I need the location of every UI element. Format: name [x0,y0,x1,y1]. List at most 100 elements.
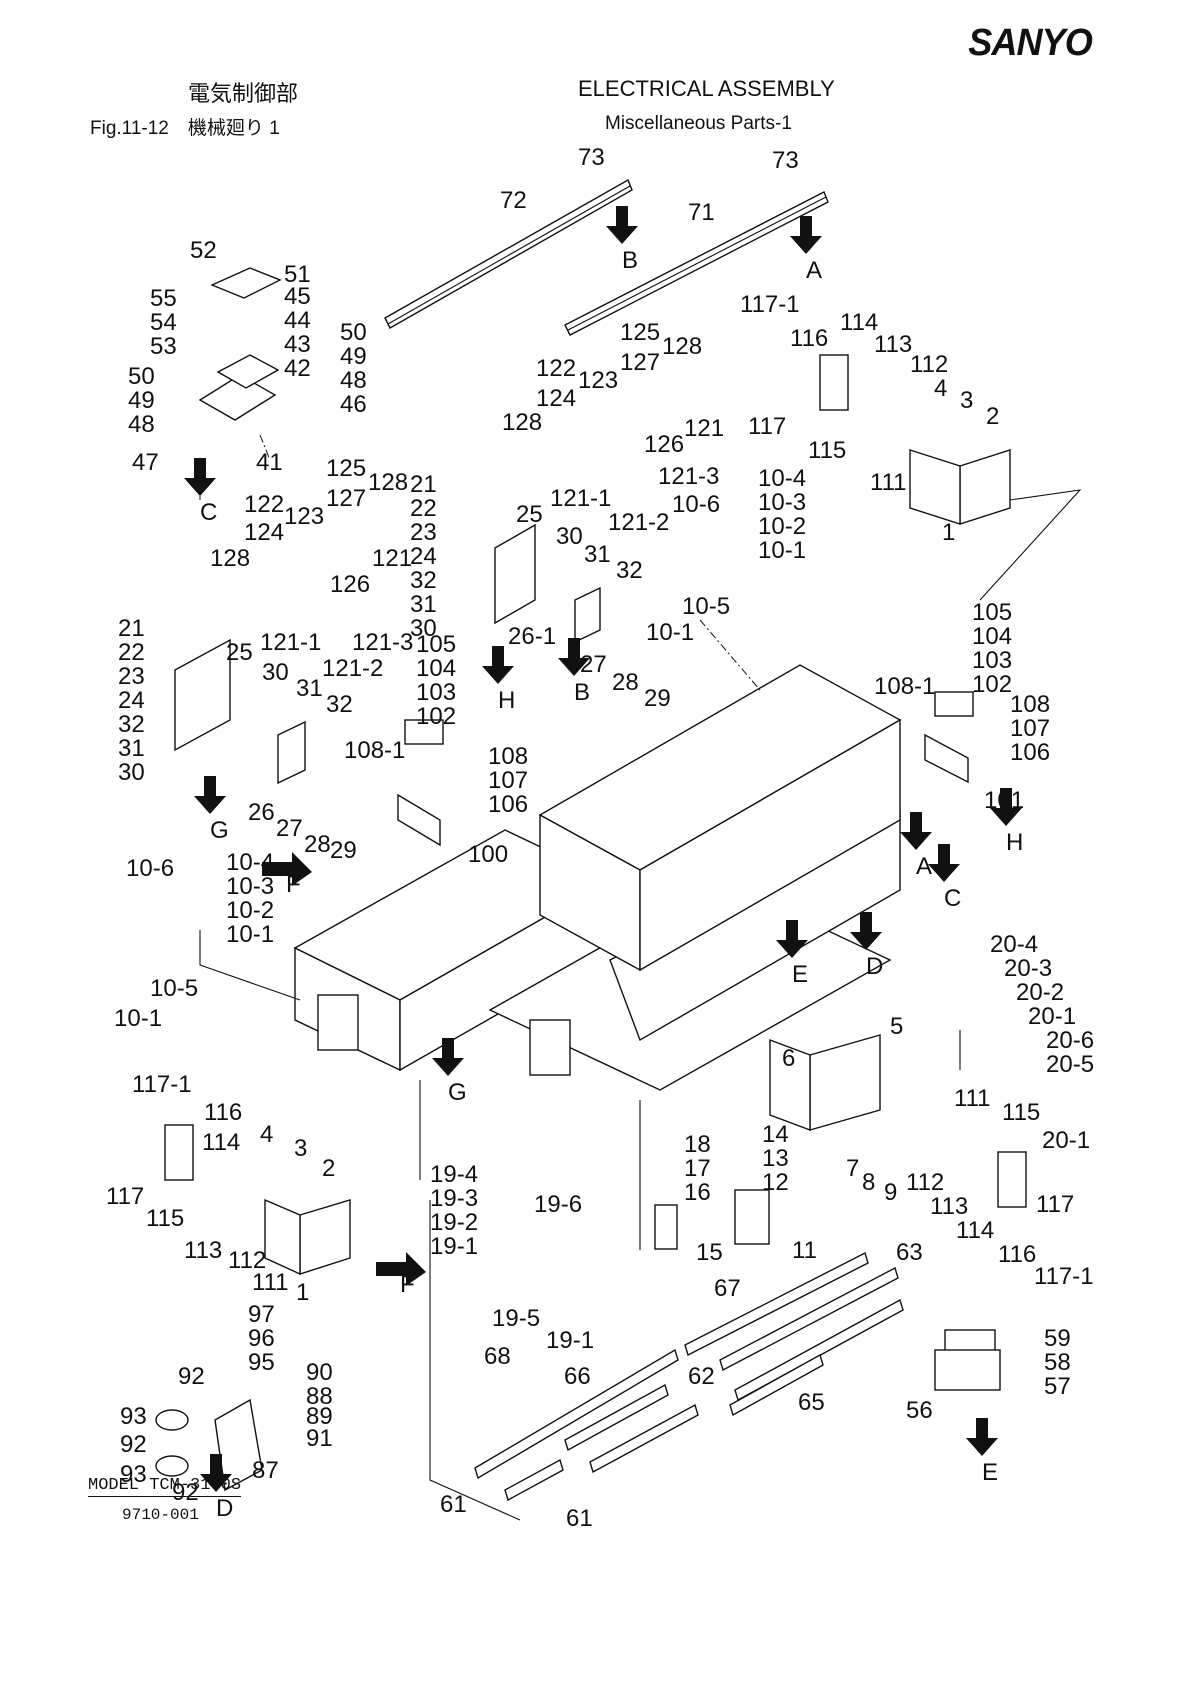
part-callout-20-1: 20-1 [1042,1127,1090,1154]
part-callout-107: 107 [488,767,528,794]
part-callout-116: 116 [998,1241,1036,1268]
part-callout-2: 2 [322,1155,335,1182]
part-callout-49: 49 [128,387,155,414]
part-callout-105: 105 [972,599,1012,626]
part-callout-97: 97 [248,1301,275,1328]
part-callout-26-1: 26-1 [508,623,556,650]
part-callout-30: 30 [410,615,437,642]
part-callout-104: 104 [972,623,1012,650]
part-callout-57: 57 [1044,1373,1071,1400]
arrow-icon [194,776,226,814]
part-callout-48: 48 [340,367,367,394]
part-callout-63: 63 [896,1239,923,1266]
part-callout-2: 2 [986,403,999,430]
part-callout-20-6: 20-6 [1046,1027,1094,1054]
part-callout-3: 3 [294,1135,307,1162]
figure-label-japanese: Fig.11-12 機械廻り 1 [90,118,280,139]
part-callout-10-2: 10-2 [226,897,274,924]
part-callout-20-4: 20-4 [990,931,1038,958]
part-callout-13: 13 [762,1145,789,1172]
part-callout-111: 111 [870,469,906,496]
part-callout-19-2: 19-2 [430,1209,478,1236]
part-callout-21: 21 [410,471,437,498]
part-callout-26: 26 [248,799,275,826]
part-callout-111: 111 [954,1085,990,1112]
cable-duct-71 [564,191,829,336]
part-callout-62: 62 [688,1363,715,1390]
part-callout-19-6: 19-6 [534,1191,582,1218]
view-arrow-f [262,852,312,886]
part-callout-68: 68 [484,1343,511,1370]
part-callout-31: 31 [410,591,437,618]
part-callout-23: 23 [118,663,145,690]
part-callout-24: 24 [410,543,437,570]
part-callout-61: 61 [566,1505,593,1532]
part-callout-32: 32 [410,567,437,594]
part-callout-115: 115 [146,1205,184,1232]
part-callout-113: 113 [930,1193,968,1220]
arrow-icon [432,1038,464,1076]
part-callout-122: 122 [536,355,576,382]
arrow-icon [262,852,312,886]
view-arrow-label: E [792,961,808,988]
part-callout-44: 44 [284,307,311,334]
part-callout-11: 11 [792,1237,817,1264]
model-number: MODEL TCM-3100S [88,1476,242,1497]
part-callout-121: 121 [372,545,412,572]
view-arrow-label: G [448,1079,467,1106]
part-callout-18: 18 [684,1131,711,1158]
document-number: 9710-001 [122,1506,199,1524]
part-callout-96: 96 [248,1325,275,1352]
part-callout-10-3: 10-3 [758,489,806,516]
part-callout-29: 29 [644,685,671,712]
part-callout-114: 114 [202,1129,240,1156]
part-callout-122: 122 [244,491,284,518]
part-callout-54: 54 [150,309,177,336]
part-callout-10-3: 10-3 [226,873,274,900]
arrow-icon [776,920,808,958]
part-callout-10-2: 10-2 [758,513,806,540]
part-callout-56: 56 [906,1397,933,1424]
part-callout-58: 58 [1044,1349,1071,1376]
part-callout-16: 16 [684,1179,711,1206]
part-callout-72: 72 [500,187,527,214]
part-callout-43: 43 [284,331,311,358]
part-callout-22: 22 [410,495,437,522]
part-callout-117-1: 117-1 [1034,1263,1094,1290]
view-arrow-g [432,1038,464,1076]
figure-label-english: Miscellaneous Parts-1 [605,113,792,134]
part-callout-41: 41 [256,449,283,476]
view-arrow-c [184,458,216,496]
part-callout-25: 25 [516,501,543,528]
part-callout-32: 32 [118,711,145,738]
part-callout-61: 61 [440,1491,467,1518]
part-callout-48: 48 [128,411,155,438]
part-callout-55: 55 [150,285,177,312]
part-callout-103: 103 [972,647,1012,674]
part-callout-10-4: 10-4 [758,465,806,492]
terminal-block-11 [734,1189,770,1245]
part-callout-121-1: 121-1 [260,629,321,656]
cable-duct-67-63 [684,1251,904,1402]
part-callout-95: 95 [248,1349,275,1376]
view-arrow-label: H [1006,829,1023,856]
part-callout-19-1: 19-1 [546,1327,594,1354]
view-arrow-label: C [200,499,217,526]
plate-26 [277,586,601,785]
part-callout-125: 125 [326,455,366,482]
part-callout-51: 51 [284,261,311,288]
part-callout-108-1: 108-1 [874,673,935,700]
terminal-assembly-87 [155,1398,263,1492]
part-callout-4: 4 [934,375,947,402]
part-callout-108-1: 108-1 [344,737,405,764]
arrow-icon [966,1418,998,1456]
cable-duct-66 [474,1348,679,1480]
part-callout-117-1: 117-1 [740,291,800,318]
part-callout-1: 1 [296,1279,309,1306]
part-callout-46: 46 [340,391,367,418]
contactor-box-1-lower [264,1198,351,1276]
part-callout-87: 87 [252,1457,279,1484]
view-arrow-d [850,912,882,950]
part-callout-47: 47 [132,449,159,476]
part-callout-112: 112 [228,1247,266,1274]
